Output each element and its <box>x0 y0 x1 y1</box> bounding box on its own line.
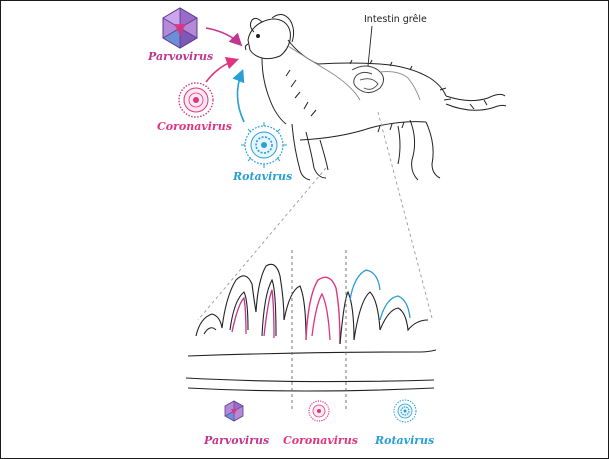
parvovirus-label-top: Parvovirus <box>147 50 213 63</box>
projection-lines <box>198 112 432 320</box>
intestinal-villi-section <box>186 264 436 391</box>
coronavirus-arrow <box>206 60 236 82</box>
rotavirus-arrow <box>237 72 244 122</box>
rotavirus-label-bottom: Rotavirus <box>374 434 434 447</box>
rotavirus-icon <box>241 122 287 168</box>
intestine-leader-line <box>368 26 372 66</box>
coronavirus-label-top: Coronavirus <box>157 120 232 133</box>
coronavirus-label-bottom: Coronavirus <box>283 434 358 447</box>
intestine-label: Intestin grêle <box>364 14 427 25</box>
parvovirus-icon <box>163 8 197 48</box>
region-dividers <box>292 250 346 410</box>
coronavirus-icon-bottom <box>309 401 329 421</box>
dog-illustration <box>245 14 506 180</box>
parvovirus-label-bottom: Parvovirus <box>203 434 269 447</box>
parvovirus-arrow <box>206 28 240 44</box>
rotavirus-label-top: Rotavirus <box>232 170 292 183</box>
parvovirus-icon-bottom <box>225 401 243 421</box>
rotavirus-icon-bottom <box>394 400 416 422</box>
coronavirus-icon <box>179 83 213 117</box>
